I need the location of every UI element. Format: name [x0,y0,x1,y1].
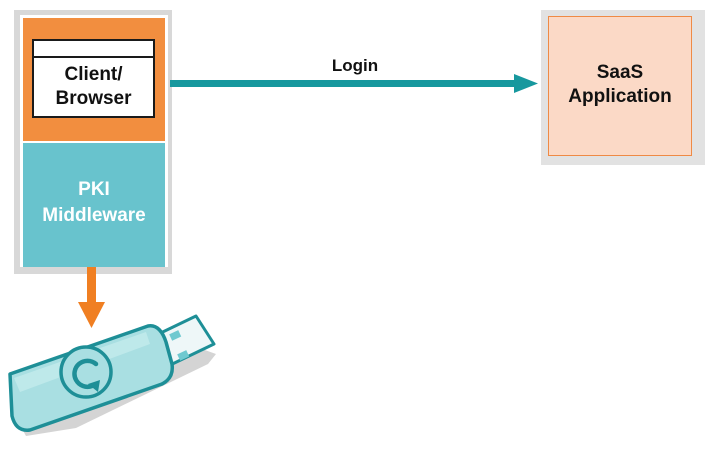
browser-label-line1: Client/ [64,64,123,85]
saas-label-line1: SaaS [596,62,644,83]
saas-application-box: SaaS Application [548,16,692,156]
pki-middleware-zone: PKI Middleware [23,143,165,267]
usb-token-icon [8,314,216,436]
browser-title-bar [34,56,153,58]
usb-logo-ring [59,345,113,399]
usb-logo-mark [72,358,99,390]
pki-label-line2: Middleware [42,205,146,226]
login-arrow [170,74,538,93]
token-arrow-shaft [87,267,96,304]
saas-label-line2: Application [568,86,672,107]
browser-label: Client/ Browser [34,63,153,111]
token-arrow [78,267,105,328]
login-arrow-head [514,74,538,93]
browser-label-line2: Browser [55,88,132,109]
pki-label-line1: PKI [78,179,110,200]
login-arrow-shaft [170,80,518,87]
pki-middleware-label: PKI Middleware [23,177,165,229]
saas-label: SaaS Application [549,61,691,109]
login-label: Login [331,56,379,75]
usb-connector-slot-bottom [177,350,190,361]
browser-window: Client/ Browser [32,39,155,118]
token-arrow-head [78,302,105,328]
usb-connector-slot-top [169,330,182,341]
